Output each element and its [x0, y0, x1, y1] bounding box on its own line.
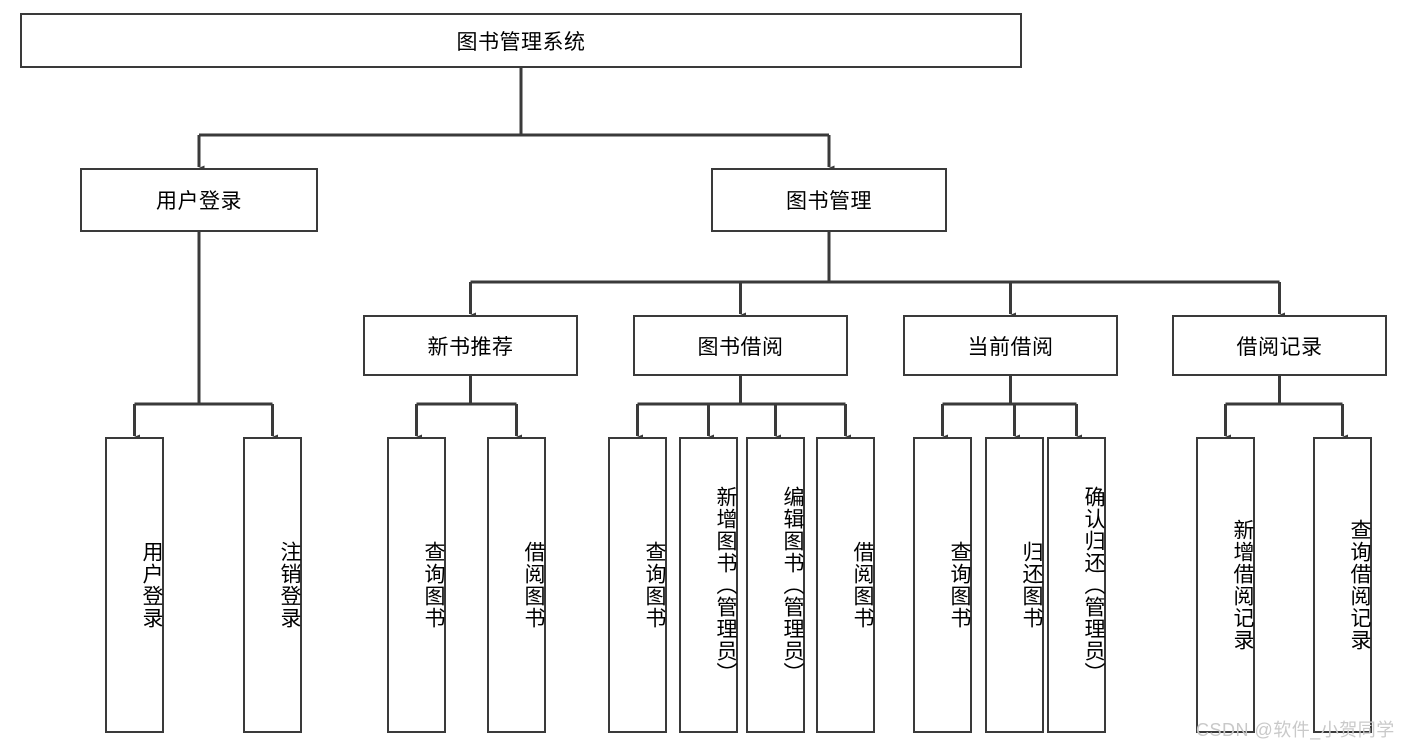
node-current-borrow[interactable]: 当前借阅	[903, 315, 1118, 376]
node-borrow-book-2[interactable]: 借阅图书	[816, 437, 875, 733]
node-label: 用户登录	[140, 541, 163, 629]
node-user-login-do[interactable]: 用户登录	[105, 437, 164, 733]
node-label: 图书借阅	[697, 335, 784, 359]
node-book-management[interactable]: 图书管理	[711, 168, 947, 232]
node-root[interactable]: 图书管理系统	[20, 13, 1022, 68]
node-label: 注销登录	[278, 541, 301, 629]
node-label: 归还图书	[1020, 541, 1043, 629]
node-edit-book-admin[interactable]: 编辑图书（管理员）	[746, 437, 805, 733]
node-label: 借阅图书	[522, 541, 545, 629]
node-label: 当前借阅	[967, 335, 1054, 359]
node-user-logout[interactable]: 注销登录	[243, 437, 302, 733]
node-label: 查询图书	[643, 541, 666, 629]
node-label: 图书管理系统	[456, 30, 586, 54]
node-query-book-3[interactable]: 查询图书	[913, 437, 972, 733]
node-label: 查询图书	[948, 541, 971, 629]
node-query-book-2[interactable]: 查询图书	[608, 437, 667, 733]
node-new-book-recommend[interactable]: 新书推荐	[363, 315, 578, 376]
node-label: 确认归还（管理员）	[1082, 486, 1105, 684]
node-query-book-1[interactable]: 查询图书	[387, 437, 446, 733]
node-add-borrow-record[interactable]: 新增借阅记录	[1196, 437, 1255, 733]
node-label: 借阅图书	[851, 541, 874, 629]
node-borrow-record[interactable]: 借阅记录	[1172, 315, 1387, 376]
node-user-login[interactable]: 用户登录	[80, 168, 318, 232]
node-borrow-book-1[interactable]: 借阅图书	[487, 437, 546, 733]
node-label: 新书推荐	[427, 335, 514, 359]
node-label: 新增借阅记录	[1231, 519, 1254, 651]
node-label: 查询图书	[422, 541, 445, 629]
node-label: 新增图书（管理员）	[714, 486, 737, 684]
node-query-borrow-record[interactable]: 查询借阅记录	[1313, 437, 1372, 733]
node-add-book-admin[interactable]: 新增图书（管理员）	[679, 437, 738, 733]
node-label: 图书管理	[786, 190, 872, 213]
node-label: 编辑图书（管理员）	[781, 486, 804, 684]
node-label: 借阅记录	[1236, 335, 1323, 359]
node-return-book[interactable]: 归还图书	[985, 437, 1044, 733]
node-label: 用户登录	[156, 190, 242, 213]
node-label: 查询借阅记录	[1348, 519, 1371, 651]
node-confirm-return-admin[interactable]: 确认归还（管理员）	[1047, 437, 1106, 733]
node-book-borrow[interactable]: 图书借阅	[633, 315, 848, 376]
